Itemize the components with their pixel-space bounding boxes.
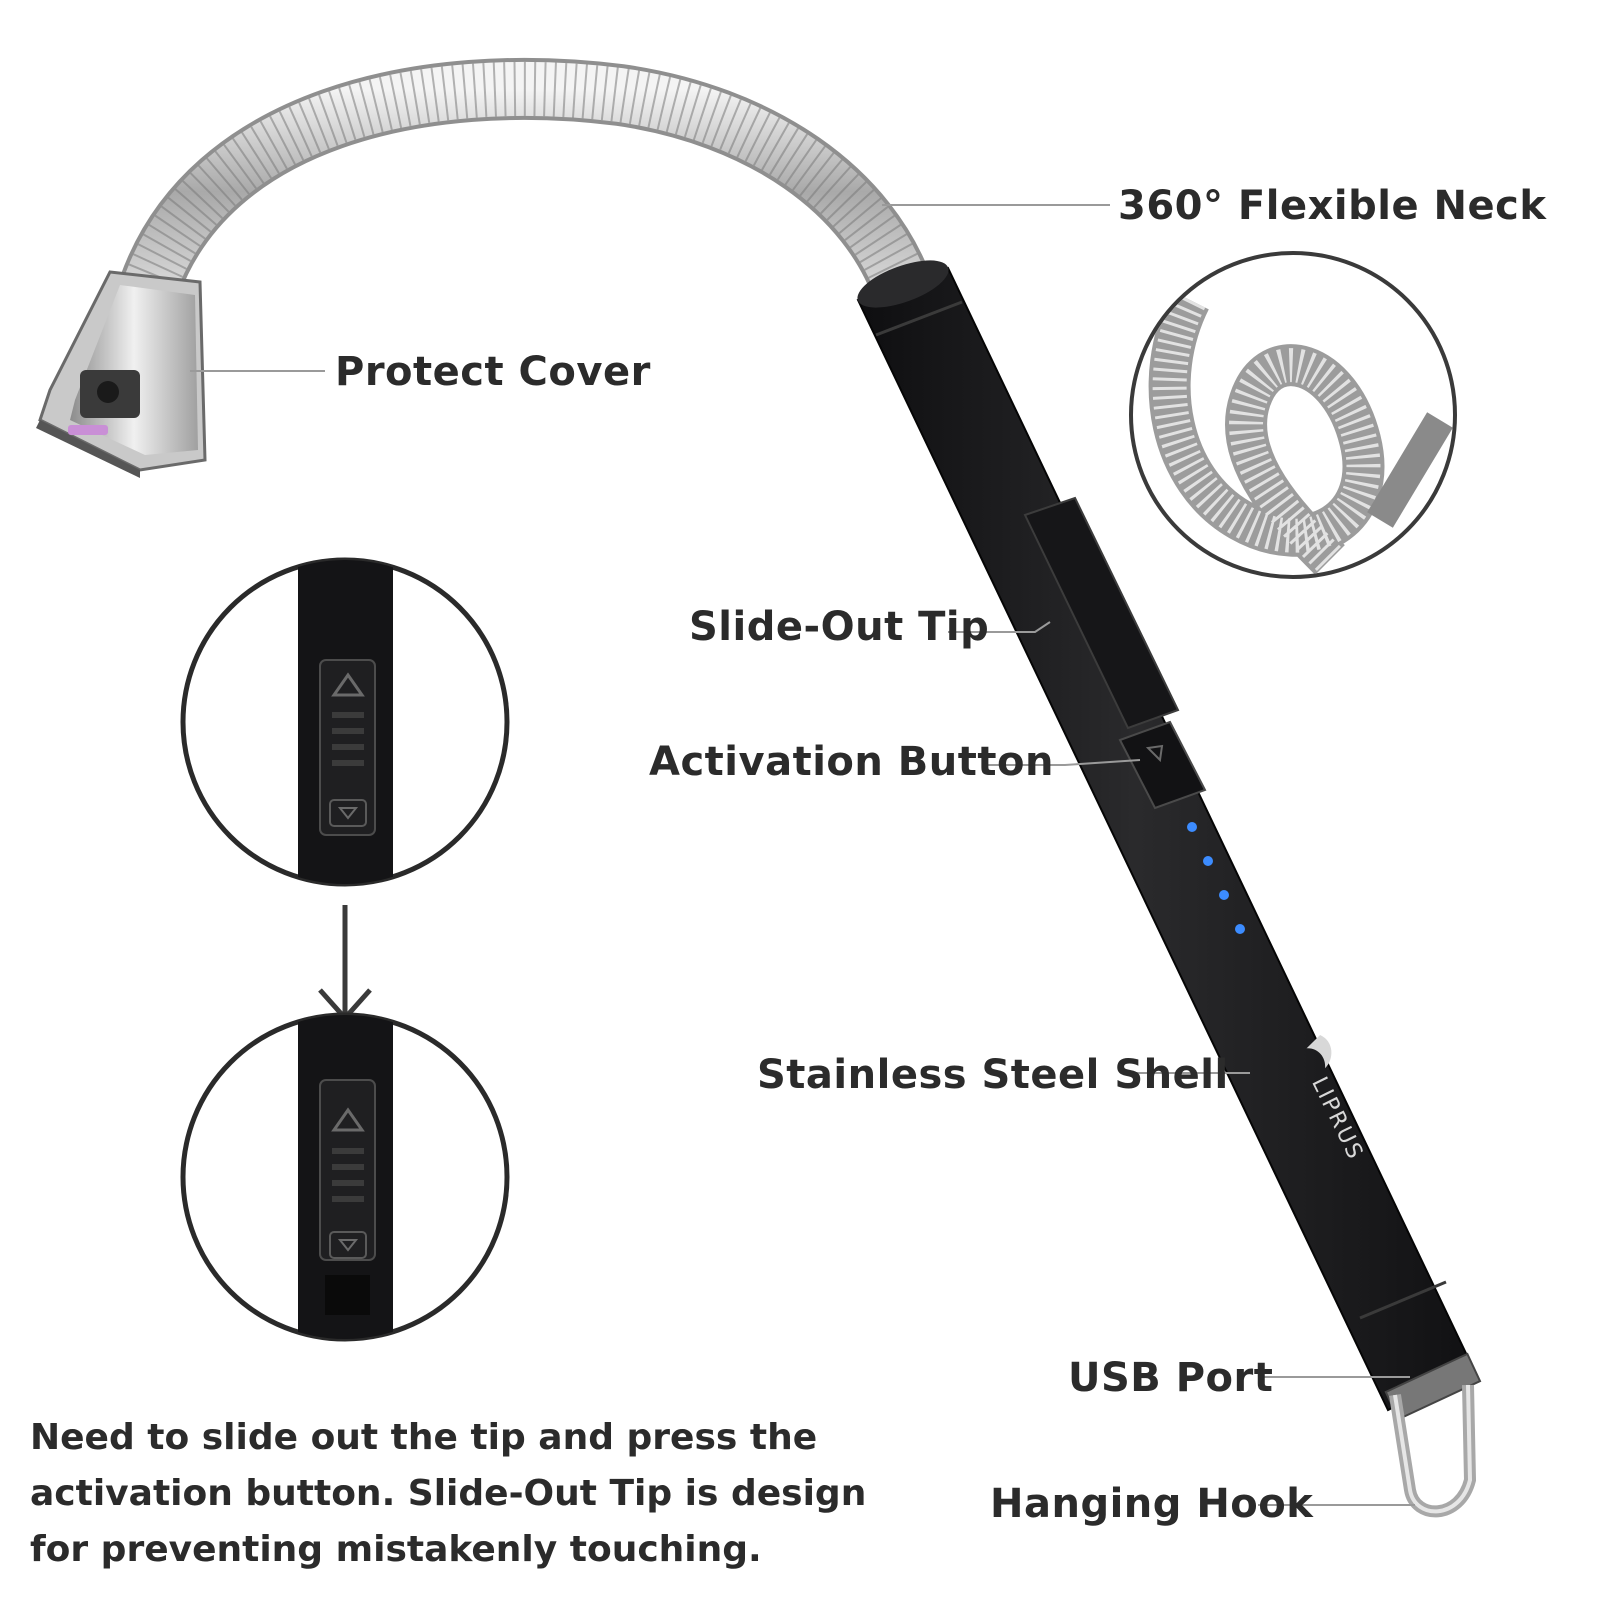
battery-led bbox=[1187, 822, 1197, 832]
slide-detail-circle-after bbox=[180, 1012, 510, 1342]
protect-cover bbox=[36, 270, 207, 478]
slide-detail-circle-before bbox=[180, 557, 510, 887]
neck-detail-circle bbox=[1129, 251, 1457, 579]
lighter-body bbox=[856, 260, 1475, 1412]
battery-indicator bbox=[1187, 822, 1245, 934]
caption-line: activation button. Slide-Out Tip is desi… bbox=[30, 1473, 867, 1514]
hanging-hook bbox=[1384, 1352, 1482, 1518]
battery-led bbox=[1235, 924, 1245, 934]
label-hanging-hook: Hanging Hook bbox=[990, 1481, 1314, 1527]
label-slide-out-tip: Slide-Out Tip bbox=[689, 604, 990, 650]
flexible-neck bbox=[119, 57, 936, 326]
caption-line: Need to slide out the tip and press the bbox=[30, 1417, 818, 1458]
down-arrow-icon bbox=[318, 905, 372, 1022]
label-activation-button: Activation Button bbox=[649, 739, 1054, 785]
label-flexible-neck: 360° Flexible Neck bbox=[1118, 183, 1547, 229]
battery-led bbox=[1219, 890, 1229, 900]
callout-slide bbox=[948, 621, 1051, 633]
caption-line: for preventing mistakenly touching. bbox=[30, 1529, 762, 1570]
battery-led bbox=[1203, 856, 1213, 866]
callout-lines bbox=[190, 204, 1415, 1506]
label-protect-cover: Protect Cover bbox=[335, 349, 651, 395]
callout-activation bbox=[985, 759, 1141, 766]
instruction-caption: Need to slide out the tip and press the … bbox=[30, 1410, 867, 1578]
label-usb-port: USB Port bbox=[1068, 1355, 1274, 1401]
label-steel-shell: Stainless Steel Shell bbox=[757, 1052, 1229, 1098]
